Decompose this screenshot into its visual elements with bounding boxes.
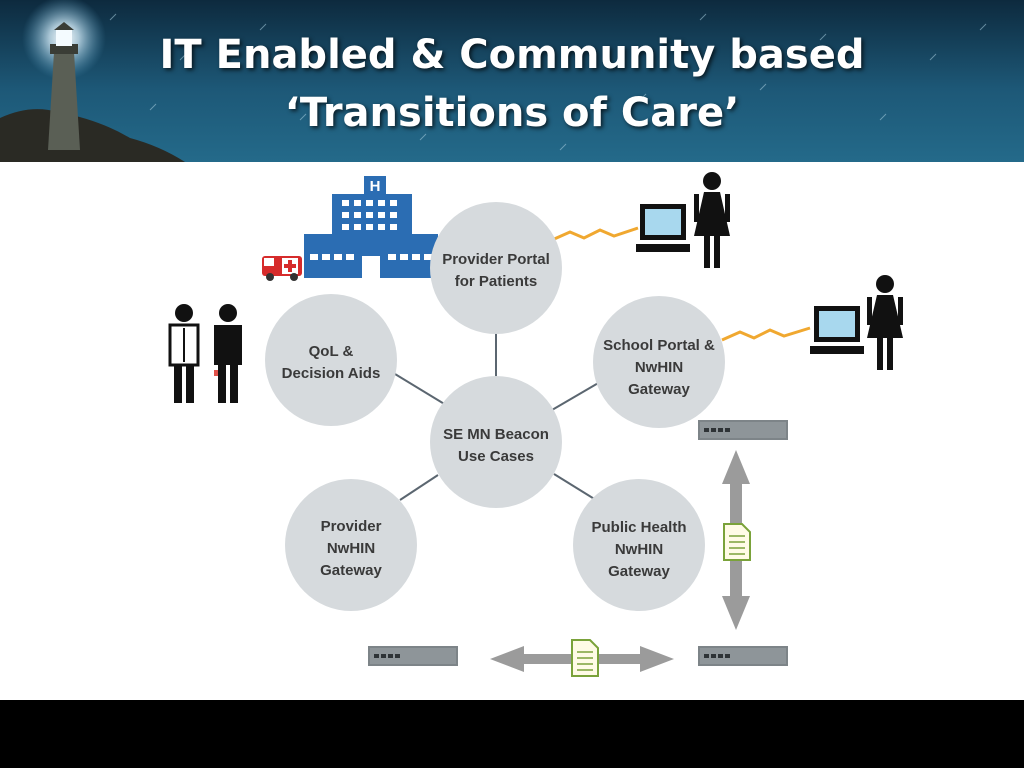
hospital-icon: H [304, 176, 438, 278]
computer-icon [636, 204, 690, 252]
hub-connectors [394, 330, 601, 501]
node-label: QoL & [309, 343, 354, 360]
router-icon [698, 420, 788, 440]
slide-footer [0, 700, 1024, 768]
node-provider-gateway [285, 479, 417, 611]
slide-header: IT Enabled & Community based ‘Transition… [0, 0, 1024, 162]
lighthouse-background [0, 0, 987, 162]
doctor-icon [168, 304, 200, 403]
center-label: Use Cases [458, 448, 534, 465]
center-label: SE MN Beacon [443, 426, 549, 443]
person-icon [694, 172, 730, 268]
router-icon [698, 646, 788, 666]
node-provider-portal [430, 202, 562, 334]
title-line-1: IT Enabled & Community based [159, 32, 865, 78]
node-label: for Patients [455, 273, 538, 290]
document-icon [723, 523, 751, 561]
node-public-health [573, 479, 705, 611]
node-label: Gateway [608, 563, 670, 580]
node-label: Gateway [320, 562, 382, 579]
node-label: Decision Aids [282, 365, 381, 382]
computer-icon [810, 306, 864, 354]
title-line-2: ‘Transitions of Care’ [284, 90, 740, 136]
node-label: Provider Portal [442, 251, 550, 268]
document-icon [571, 639, 599, 677]
transitions-diagram: H [168, 172, 903, 677]
diagram-area: H [0, 162, 1024, 707]
person-icon [214, 304, 242, 403]
slide-title: IT Enabled & Community based ‘Transition… [0, 26, 1024, 142]
node-label: Public Health [591, 519, 686, 536]
node-label: NwHIN [615, 541, 663, 558]
node-label: NwHIN [635, 359, 683, 376]
ambulance-icon [262, 256, 302, 281]
zigzag-link-top [551, 226, 639, 242]
node-label: Provider [321, 518, 382, 535]
node-label: Gateway [628, 381, 690, 398]
node-school-portal [593, 296, 725, 428]
person-icon [867, 275, 903, 370]
node-label: School Portal & [603, 337, 715, 354]
node-qol [265, 294, 397, 426]
router-icon [368, 646, 458, 666]
node-label: NwHIN [327, 540, 375, 557]
hospital-sign: H [370, 178, 381, 195]
zigzag-link-right [721, 326, 811, 342]
node-center [430, 376, 562, 508]
